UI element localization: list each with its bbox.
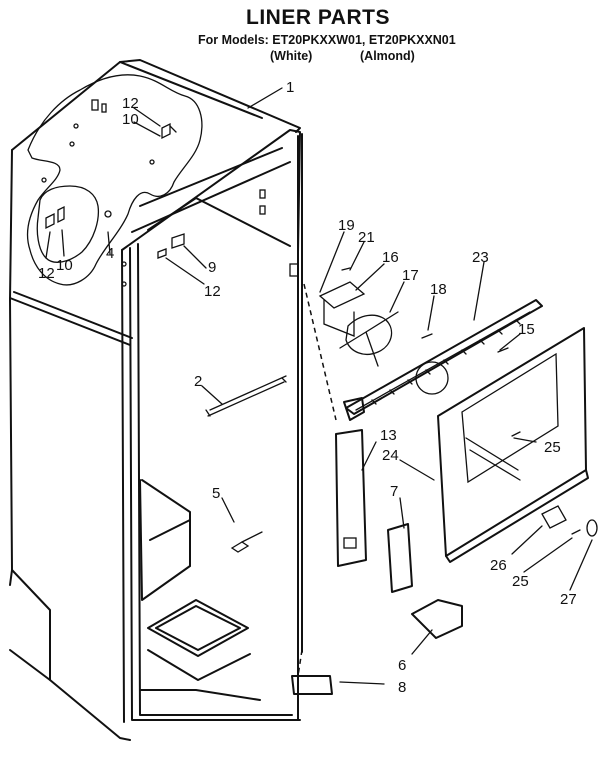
callout-10-left: 10 xyxy=(56,257,73,274)
callout-10-top: 10 xyxy=(122,111,139,128)
variant-almond-label: (Almond) xyxy=(360,49,415,63)
callout-labels: 1 12 10 12 10 4 9 12 2 5 19 21 16 17 18 … xyxy=(38,79,577,696)
model-numbers: For Models: ET20PKXXW01, ET20PKXXN01 xyxy=(198,33,456,47)
callout-26: 26 xyxy=(490,557,507,574)
callout-27: 27 xyxy=(560,591,577,608)
callout-21: 21 xyxy=(358,229,375,246)
callout-16: 16 xyxy=(382,249,399,266)
callout-12-mid: 12 xyxy=(204,283,221,300)
guide-line-8 xyxy=(297,649,303,677)
fan-assembly xyxy=(291,267,598,695)
callout-15: 15 xyxy=(518,321,535,338)
callout-2: 2 xyxy=(194,373,202,390)
callout-4: 4 xyxy=(106,245,114,262)
callout-1: 1 xyxy=(286,79,294,96)
callout-8: 8 xyxy=(398,679,406,696)
guide-line-13 xyxy=(303,283,337,421)
callout-17: 17 xyxy=(402,267,419,284)
callout-12-left: 12 xyxy=(38,265,55,282)
callout-23: 23 xyxy=(472,249,489,266)
callout-25-lower: 25 xyxy=(512,573,529,590)
leader-lines xyxy=(45,87,593,685)
diagram-title: LINER PARTS xyxy=(246,6,390,29)
callout-5: 5 xyxy=(212,485,220,502)
variant-white-label: (White) xyxy=(270,49,313,63)
cabinet-liner xyxy=(9,59,303,741)
callout-25-upper: 25 xyxy=(544,439,561,456)
callout-6: 6 xyxy=(398,657,406,674)
callout-12-top: 12 xyxy=(122,95,139,112)
callout-19: 19 xyxy=(338,217,355,234)
callout-9: 9 xyxy=(208,259,216,276)
callout-24: 24 xyxy=(382,447,399,464)
callout-13: 13 xyxy=(380,427,397,444)
callout-7: 7 xyxy=(390,483,398,500)
callout-18: 18 xyxy=(430,281,447,298)
